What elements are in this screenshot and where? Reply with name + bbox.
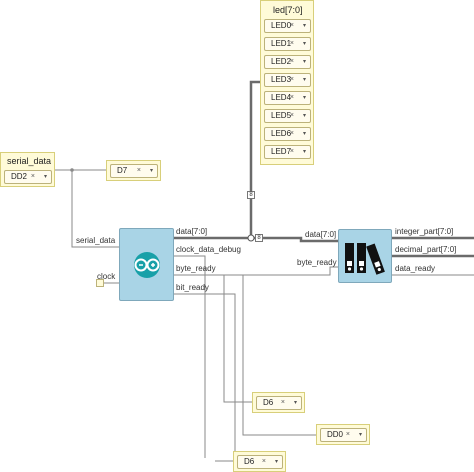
serial-data-group[interactable]: serial_data DD2 × ▾	[0, 152, 55, 187]
wire-bit-ready	[174, 293, 236, 461]
bus-split-marker: 8	[255, 234, 263, 242]
pin-led-remove-icon[interactable]: ×	[289, 58, 294, 65]
pin-dd0-dropdown-icon[interactable]: ▾	[358, 432, 362, 438]
label-clock-debug-out: clock_data_debug	[176, 245, 241, 254]
pin-led-label: LED6	[271, 129, 292, 138]
led-group[interactable]: led[7:0] LED0×▾LED1×▾LED2×▾LED3×▾LED4×▾L…	[260, 0, 314, 165]
pin-led-1[interactable]: LED1× ▾	[264, 37, 311, 51]
pin-dd2[interactable]: DD2 × ▾	[4, 170, 52, 184]
label-byte-ready-out: byte_ready	[176, 264, 216, 273]
pin-d6b[interactable]: D6 × ▾	[237, 455, 283, 469]
pin-led-0[interactable]: LED0× ▾	[264, 19, 311, 33]
label-data-ready-out: data_ready	[395, 264, 436, 273]
pin-led-remove-icon[interactable]: ×	[289, 40, 294, 47]
pin-dd2-remove-icon[interactable]: ×	[30, 173, 35, 180]
pin-dd0-remove-icon[interactable]: ×	[345, 431, 350, 438]
pin-led-remove-icon[interactable]: ×	[289, 148, 294, 155]
label-integer-part-out: integer_part[7:0]	[395, 227, 454, 236]
pin-led-7[interactable]: LED7× ▾	[264, 145, 311, 159]
pin-d7-group[interactable]: D7 × ▾	[106, 160, 161, 181]
pin-d6b-group[interactable]: D6 × ▾	[233, 451, 286, 472]
led-group-title: led[7:0]	[273, 5, 303, 15]
pin-led-dropdown-icon[interactable]: ▾	[302, 23, 306, 29]
pin-led-6[interactable]: LED6× ▾	[264, 127, 311, 141]
wire-serial-to-receiver	[71, 170, 119, 248]
bus-to-led	[249, 80, 260, 238]
pin-led-3[interactable]: LED3× ▾	[264, 73, 311, 87]
label-decoder-data-in: data[7:0]	[305, 230, 337, 239]
wire-clock-debug	[174, 255, 206, 458]
wire-to-dd0	[242, 275, 316, 436]
pin-led-dropdown-icon[interactable]: ▾	[302, 95, 306, 101]
pin-d6b-remove-icon[interactable]: ×	[261, 458, 266, 465]
pin-led-remove-icon[interactable]: ×	[289, 22, 294, 29]
bus-data-receiver	[174, 236, 338, 243]
pin-led-dropdown-icon[interactable]: ▾	[302, 41, 306, 47]
bus-splitter-icon	[247, 234, 255, 242]
pin-led-label: LED4	[271, 93, 292, 102]
pin-d6a-label: D6	[263, 398, 274, 407]
decoder-block[interactable]	[338, 229, 392, 283]
label-decimal-part-out: decimal_part[7:0]	[395, 245, 457, 254]
pin-led-label: LED7	[271, 147, 292, 156]
pin-led-dropdown-icon[interactable]: ▾	[302, 113, 306, 119]
pin-led-dropdown-icon[interactable]: ▾	[302, 77, 306, 83]
pin-dd2-dropdown-icon[interactable]: ▾	[43, 174, 47, 180]
pin-led-dropdown-icon[interactable]: ▾	[302, 59, 306, 65]
arduino-logo-icon	[134, 252, 160, 278]
pin-led-dropdown-icon[interactable]: ▾	[302, 131, 306, 137]
pin-d7-dropdown-icon[interactable]: ▾	[149, 168, 153, 174]
pin-led-label: LED1	[271, 39, 292, 48]
label-serial-data-in: serial_data	[76, 236, 116, 245]
pin-d6a[interactable]: D6 × ▾	[256, 396, 302, 410]
pin-led-label: LED2	[271, 57, 292, 66]
serial-receiver-block[interactable]	[119, 228, 174, 301]
pin-dd0[interactable]: DD0 × ▾	[320, 428, 367, 442]
binders-icon	[345, 243, 385, 275]
pin-d6b-label: D6	[244, 457, 255, 466]
serial-data-group-title: serial_data	[7, 156, 52, 166]
pin-led-2[interactable]: LED2× ▾	[264, 55, 311, 69]
clock-input-marker[interactable]	[96, 279, 104, 287]
pin-led-remove-icon[interactable]: ×	[289, 94, 294, 101]
pin-d6b-dropdown-icon[interactable]: ▾	[274, 459, 278, 465]
label-clock-in: clock	[97, 272, 116, 281]
pin-led-label: LED0	[271, 21, 292, 30]
pin-led-remove-icon[interactable]: ×	[289, 112, 294, 119]
pin-d6a-group[interactable]: D6 × ▾	[252, 392, 305, 413]
pin-d7-remove-icon[interactable]: ×	[136, 167, 141, 174]
pin-led-dropdown-icon[interactable]: ▾	[302, 149, 306, 155]
pin-led-label: LED5	[271, 111, 292, 120]
label-decoder-byte-ready-in: byte_ready	[297, 258, 337, 267]
pin-d6a-remove-icon[interactable]: ×	[280, 399, 285, 406]
pin-led-4[interactable]: LED4× ▾	[264, 91, 311, 105]
label-data-out: data[7:0]	[176, 227, 208, 236]
pin-led-label: LED3	[271, 75, 292, 84]
pin-dd0-label: DD0	[327, 430, 344, 439]
wire-byte-ready	[174, 266, 338, 276]
pin-d7[interactable]: D7 × ▾	[110, 164, 158, 178]
bus-width-marker: 8	[247, 191, 255, 199]
pin-d6a-dropdown-icon[interactable]: ▾	[293, 400, 297, 406]
label-bit-ready-out: bit_ready	[176, 283, 209, 292]
pin-led-5[interactable]: LED5× ▾	[264, 109, 311, 123]
pin-led-remove-icon[interactable]: ×	[289, 76, 294, 83]
pin-dd0-group[interactable]: DD0 × ▾	[316, 424, 370, 445]
pin-d7-label: D7	[117, 166, 128, 175]
pin-led-remove-icon[interactable]: ×	[289, 130, 294, 137]
pin-dd2-label: DD2	[11, 172, 28, 181]
